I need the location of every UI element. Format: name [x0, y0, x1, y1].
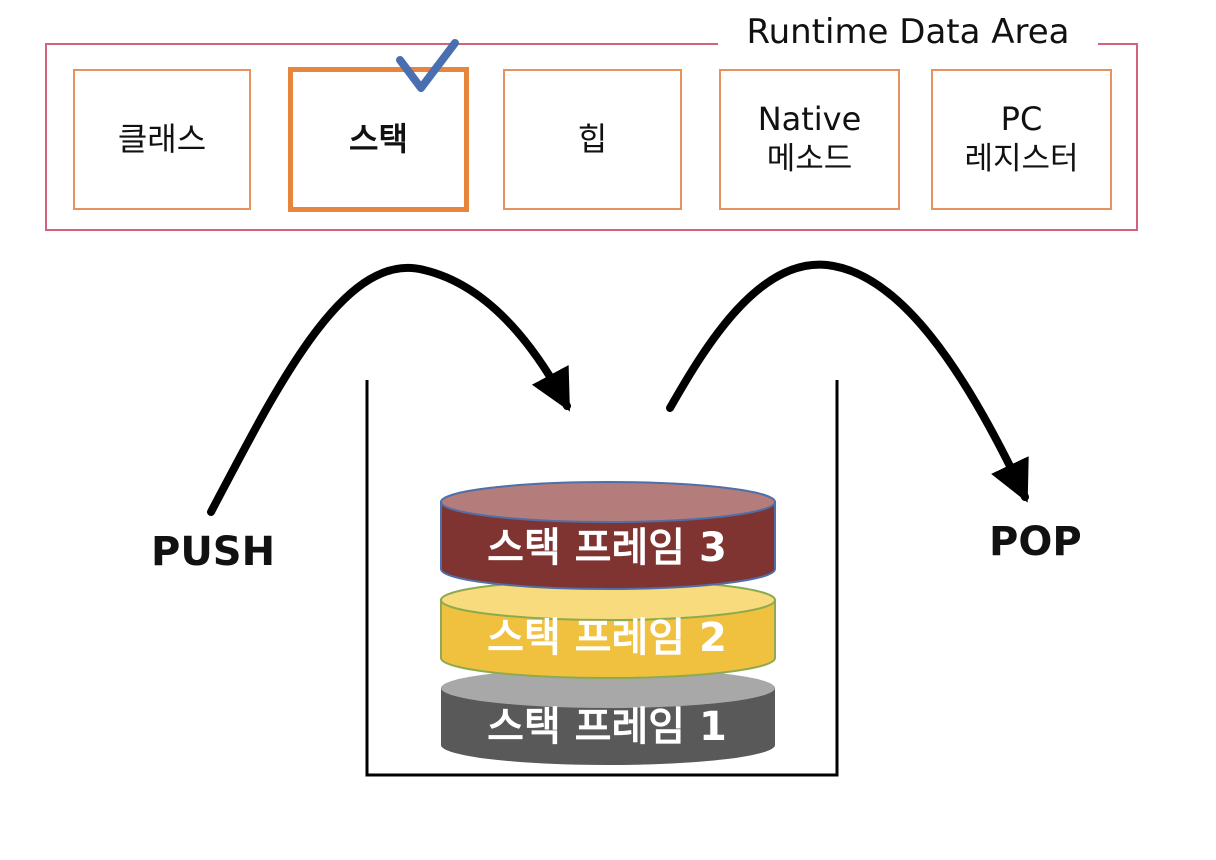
- area-native-method-label-line-2: 메소드: [766, 141, 853, 178]
- stack-frame-1: 스택 프레임 1: [441, 668, 775, 765]
- area-pc-register-label-line-1: PC: [1000, 100, 1043, 139]
- push-label: PUSH: [151, 529, 276, 575]
- runtime-data-area-title: Runtime Data Area: [718, 10, 1098, 54]
- area-heap: 힙: [503, 69, 682, 210]
- area-native-method-label-line-1: Native: [757, 100, 862, 139]
- runtime-data-area-frame: [45, 43, 1138, 231]
- area-class-label: 클래스: [117, 120, 207, 159]
- pop-arrow: [666, 260, 1029, 503]
- area-pc-register: PC 레지스터: [931, 69, 1112, 210]
- push-arrow: [207, 264, 571, 516]
- stack-frame-1-label: 스택 프레임 1: [487, 704, 727, 750]
- stack-frame-2: 스택 프레임 2: [440, 579, 776, 679]
- area-stack: 스택: [288, 67, 469, 212]
- selection-checkmark-icon: [396, 39, 459, 92]
- area-stack-label: 스택: [349, 120, 408, 159]
- area-class: 클래스: [73, 69, 251, 210]
- area-native-method: Native 메소드: [719, 69, 900, 210]
- stack-frame-3-label: 스택 프레임 3: [487, 525, 727, 571]
- area-pc-register-label-line-2: 레지스터: [964, 141, 1079, 178]
- area-heap-label: 힙: [577, 120, 608, 159]
- pop-label: POP: [989, 519, 1082, 565]
- stack-container: [365, 380, 839, 777]
- stack-frame-2-label: 스택 프레임 2: [487, 615, 727, 661]
- stack-frame-3: 스택 프레임 3: [440, 481, 776, 590]
